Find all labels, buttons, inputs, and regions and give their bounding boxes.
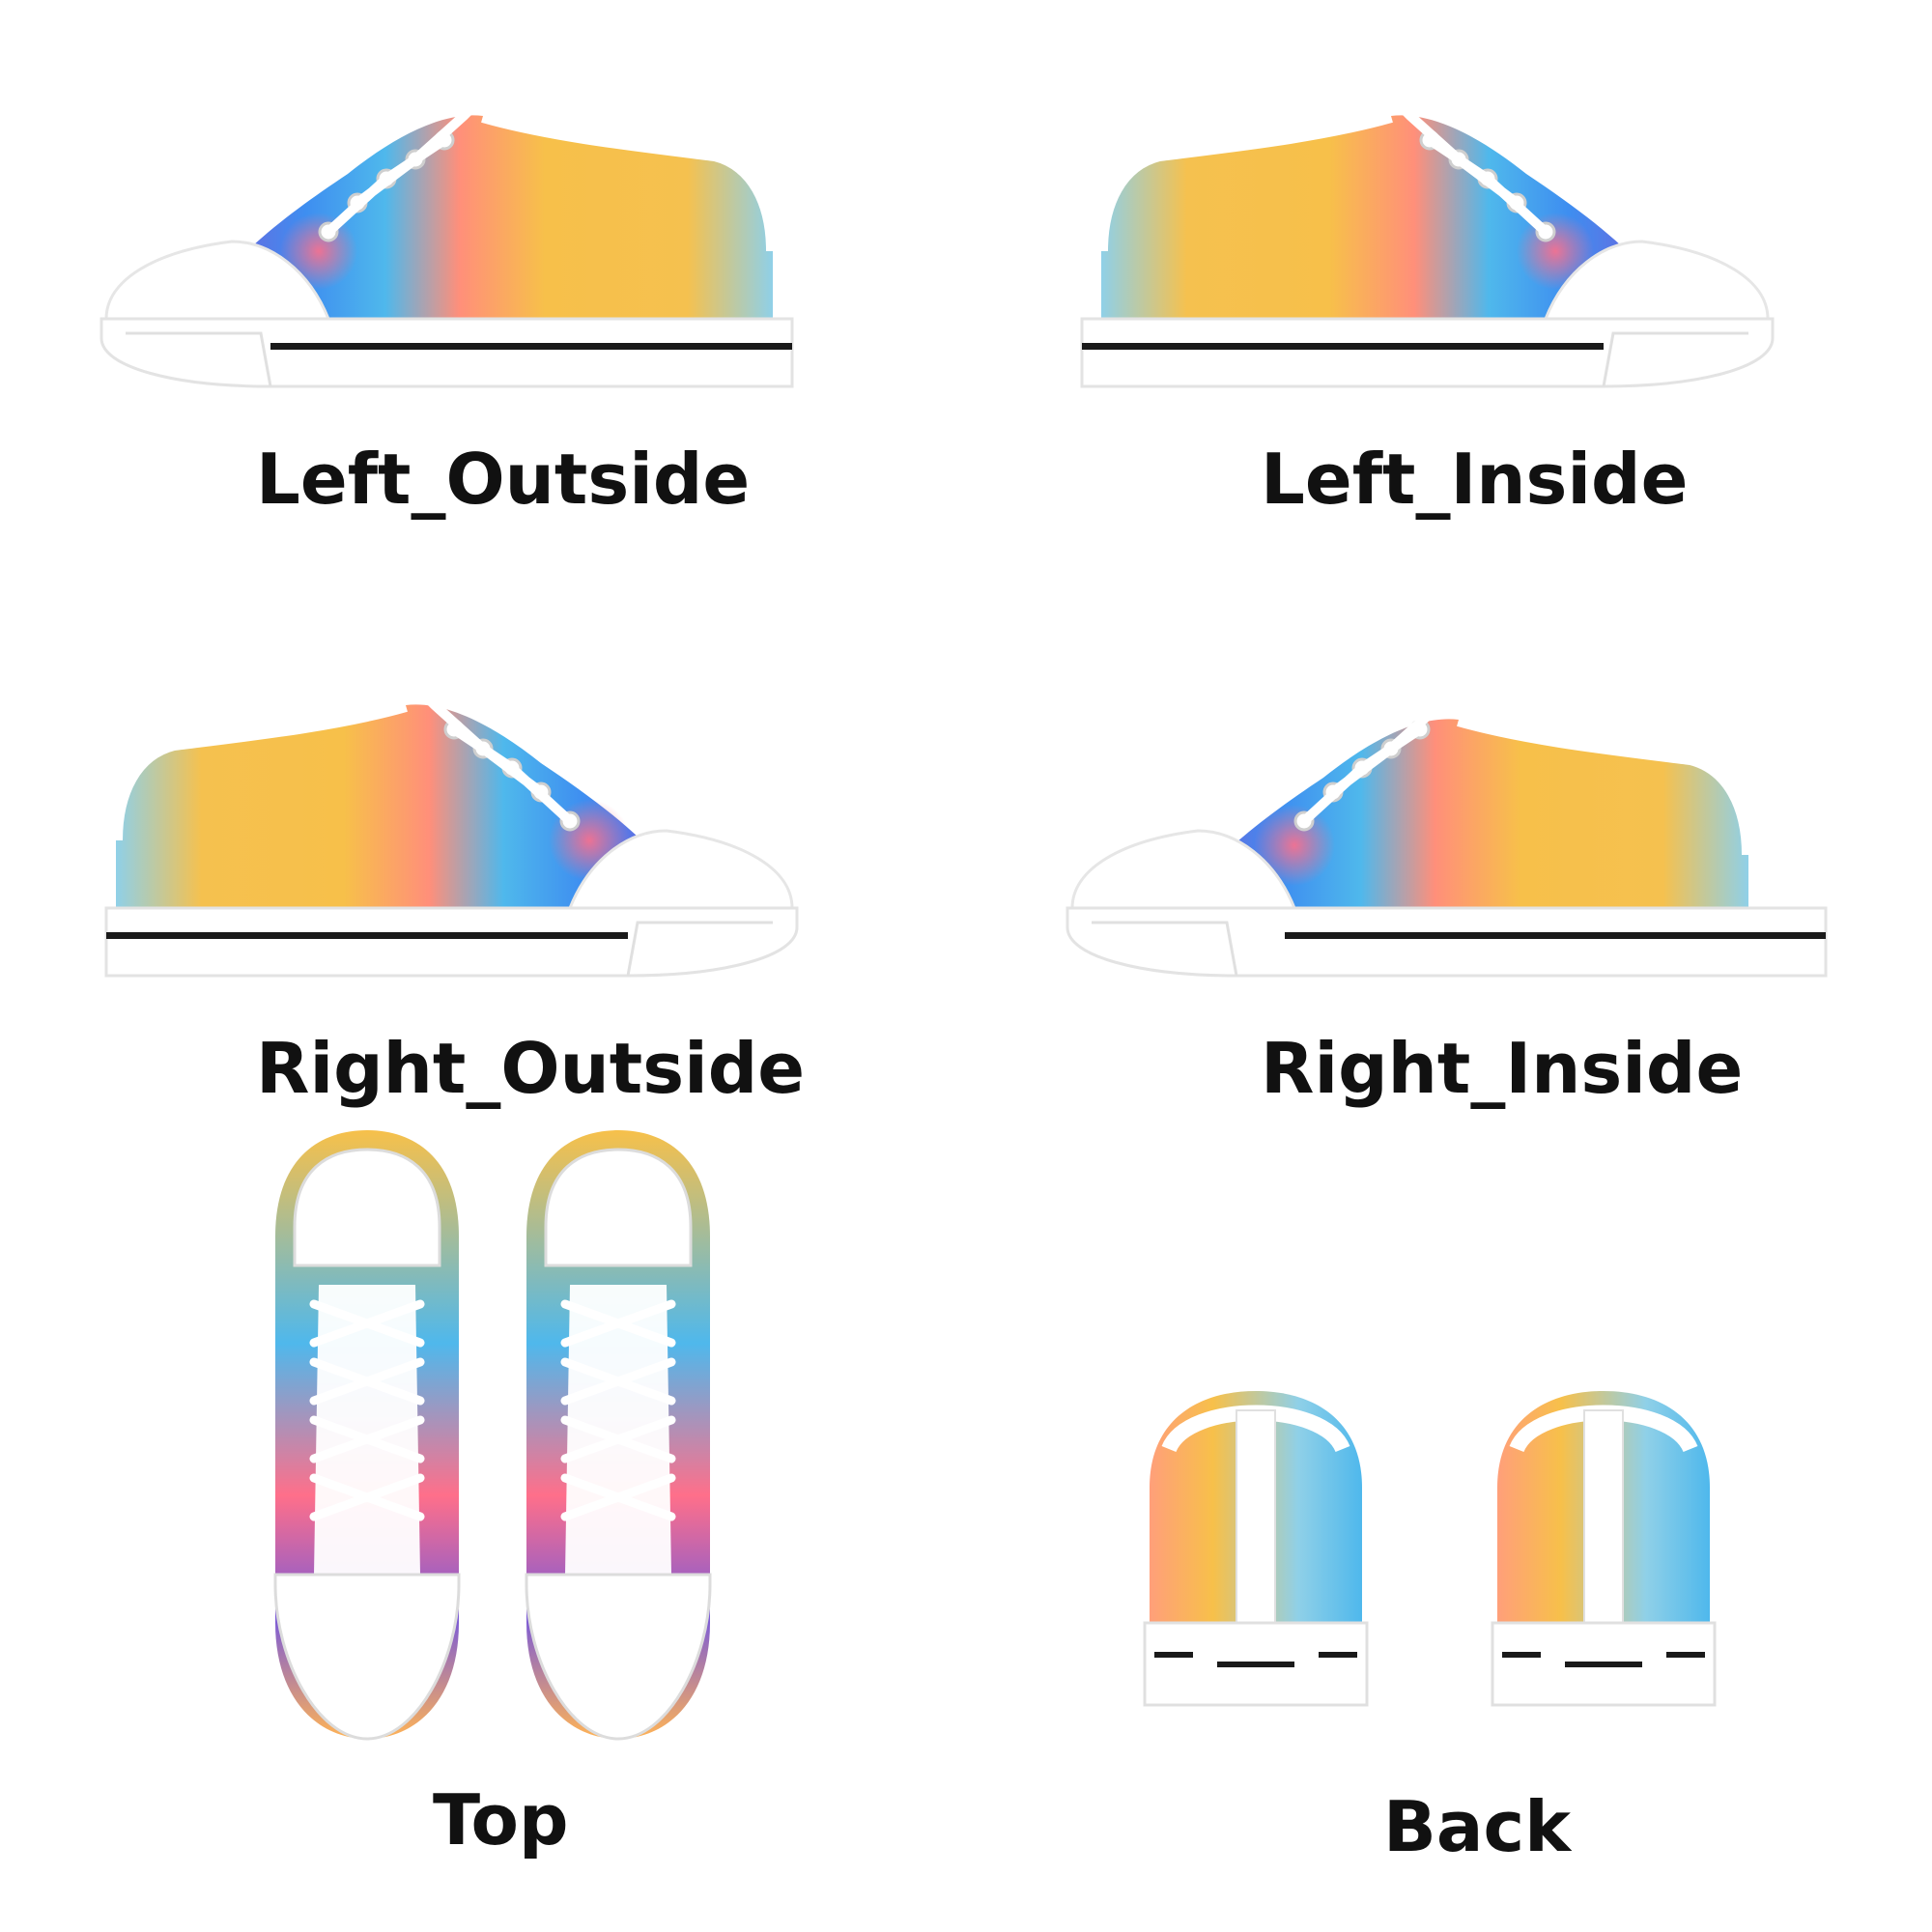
view-label: Left_Outside <box>256 439 751 520</box>
sneaker-left-outside <box>99 97 794 388</box>
sneaker-right-outside <box>104 686 799 978</box>
sneaker-pair-back <box>1143 1391 1717 1707</box>
sneaker-back-right <box>1491 1391 1717 1707</box>
sneaker-back-left <box>1143 1391 1369 1707</box>
view-right-inside: Right_Inside <box>1063 676 1835 1103</box>
sneaker-top-left <box>273 1130 461 1741</box>
sneaker-top-right <box>525 1130 712 1741</box>
sneaker-pair-top <box>273 1130 712 1741</box>
view-label: Top <box>433 1779 569 1861</box>
sneaker-right-inside <box>1065 686 1828 978</box>
view-left-outside: Left_Outside <box>97 97 831 514</box>
view-label: Right_Outside <box>256 1028 806 1109</box>
view-top: Top <box>222 1121 802 1874</box>
view-left-inside: Left_Inside <box>1072 97 1835 514</box>
view-label: Back <box>1383 1786 1572 1867</box>
view-back: Back <box>1130 1372 1806 1874</box>
sneaker-left-inside <box>1080 97 1775 388</box>
view-right-outside: Right_Outside <box>87 676 889 1103</box>
view-label: Right_Inside <box>1261 1028 1744 1109</box>
view-label: Left_Inside <box>1261 439 1689 520</box>
